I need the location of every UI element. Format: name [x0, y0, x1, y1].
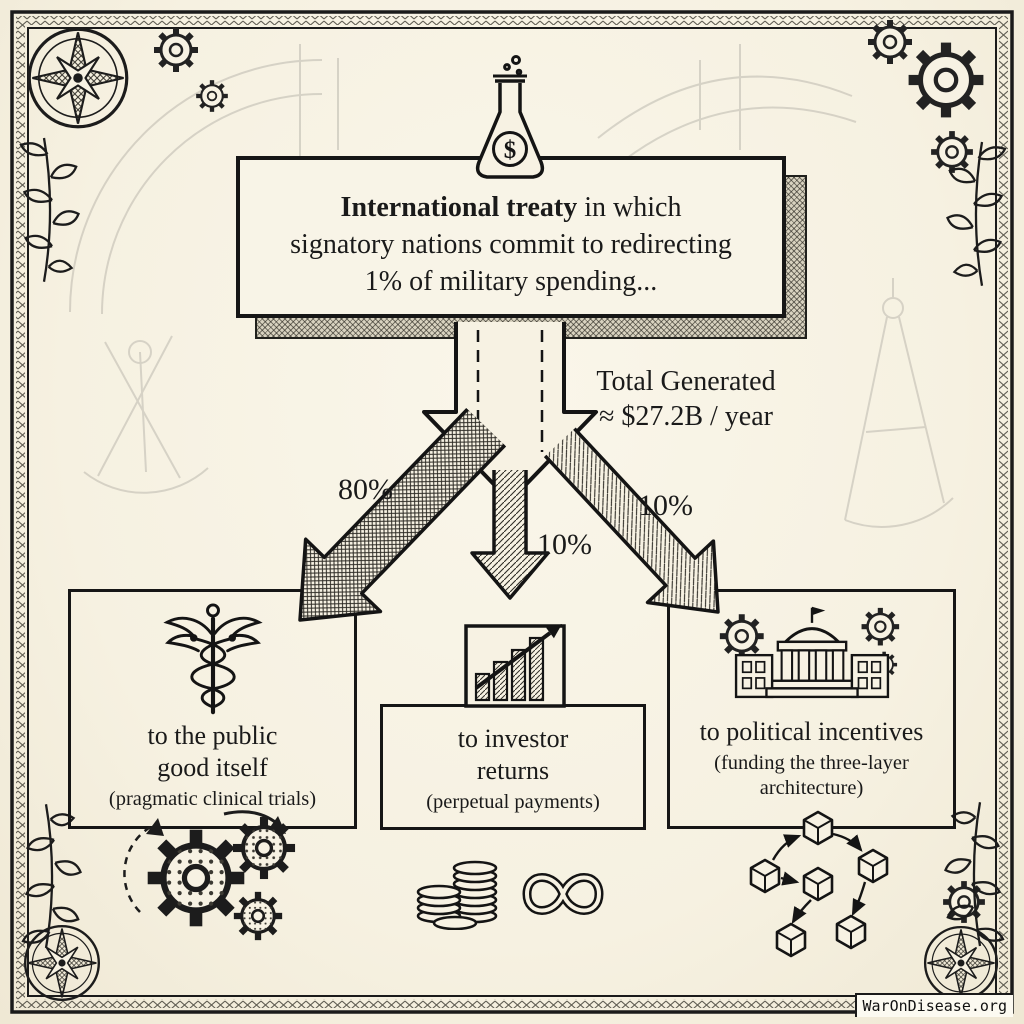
total-generated-label: Total Generated ≈ $27.2B / year	[566, 364, 806, 434]
branch-subtitle: (funding the three-layer architecture)	[714, 752, 909, 799]
site-credit: WarOnDisease.org	[854, 993, 1013, 1017]
branch-investor-returns-box: to investor returns (perpetual payments)	[380, 704, 646, 830]
total-line-1: Total Generated	[596, 366, 776, 397]
branch-subtitle: (perpetual payments)	[426, 791, 600, 813]
treaty-line-3: 1% of military spending...	[364, 266, 658, 297]
branch-subtitle: (pragmatic clinical trials)	[108, 788, 317, 810]
treaty-box: International treaty in which signatory …	[236, 156, 786, 318]
growth-chart-icon	[460, 610, 580, 710]
branch-title: to the public good itself	[147, 721, 278, 782]
treaty-text: International treaty in which signatory …	[240, 189, 782, 314]
gears-cycle-icon	[112, 800, 312, 950]
dollar-flask-icon: $	[462, 52, 562, 196]
treaty-line-2: signatory nations commit to redirecting	[290, 229, 732, 260]
branch-public-good-box: to the public good itself (pragmatic cli…	[68, 589, 357, 829]
percent-label-80: 80%	[338, 473, 393, 506]
coins-infinity-icon	[405, 820, 615, 931]
total-line-2: ≈ $27.2B / year	[598, 401, 773, 432]
cube-network-icon	[733, 808, 903, 968]
treaty-lead-bold: International treaty	[340, 192, 578, 223]
caduceus-icon	[162, 603, 263, 715]
percent-label-10-center: 10%	[537, 528, 592, 561]
government-gears-icon	[712, 602, 912, 699]
branch-title: to political incentives	[699, 717, 924, 746]
branch-political-incentives-box: to political incentives (funding the thr…	[667, 589, 956, 829]
treaty-lead-rest: in which	[577, 192, 682, 223]
flask-dollar-symbol: $	[504, 137, 517, 164]
branch-title: to investor returns	[457, 724, 569, 785]
percent-label-10-right: 10%	[638, 489, 693, 522]
